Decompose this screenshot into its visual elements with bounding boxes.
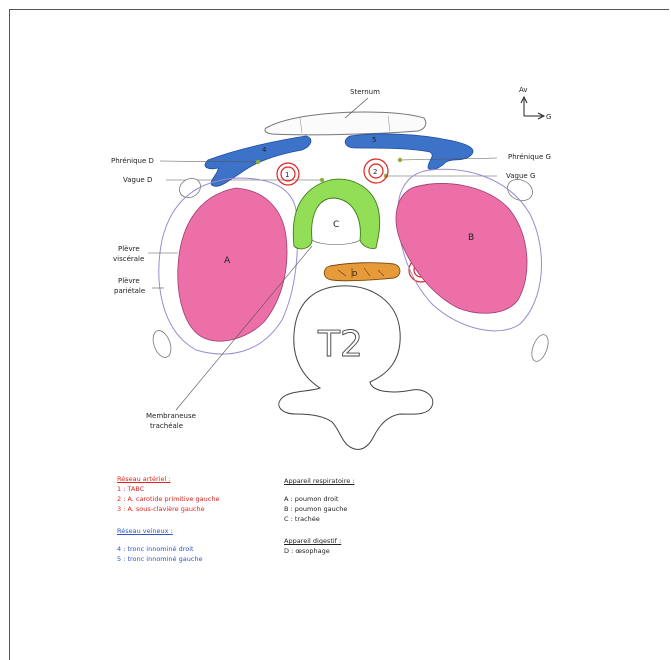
legend-arterial-item: 1 : TABC [117, 484, 219, 494]
vein-4-number: 4 [262, 146, 267, 154]
artery-2-number: 2 [373, 168, 377, 176]
legend-digestive-item: D : œsophage [284, 546, 355, 556]
legend-venous-item: 5 : tronc innominé gauche [117, 554, 219, 564]
phrenique-d-label: Phrénique D [111, 157, 154, 165]
esophagus-letter: D [352, 270, 357, 278]
membraneuse-label-line1: Membraneuse [146, 412, 196, 420]
lung-left-letter: B [468, 233, 474, 243]
esophagus [324, 263, 400, 281]
lung-right-letter: A [224, 256, 231, 266]
orientation-av-label: Av [519, 86, 528, 94]
membraneuse-label-line2: trachéale [150, 422, 183, 430]
legend-arterial-item: 3 : A. sous-clavière gauche [117, 504, 219, 514]
legend-arterial-item: 2 : A. carotide primitive gauche [117, 494, 219, 504]
orientation-g-label: G [546, 113, 551, 121]
plevre-parietale-label-line2: pariétale [114, 287, 145, 295]
phrenique-g-label: Phrénique G [508, 153, 551, 161]
legend-right-column: Appareil respiratoire : A : poumon droit… [284, 476, 355, 556]
sternum-label: Sternum [350, 88, 380, 96]
legend-respiratory-item: C : trachée [284, 514, 355, 524]
legend-venous-title: Réseau veineux : [117, 526, 219, 536]
lung-left [396, 183, 527, 313]
lung-right [178, 188, 287, 341]
legend-digestive-title: Appareil digestif : [284, 536, 355, 546]
vague-d-label: Vague D [123, 176, 152, 184]
legend-arterial-title: Réseau artériel : [117, 474, 219, 484]
legend-respiratory-title: Appareil respiratoire : [284, 476, 355, 486]
vertebra-t2 [279, 286, 433, 450]
vein-5 [345, 134, 473, 170]
legend-respiratory-item: A : poumon droit [284, 494, 355, 504]
legend-left-column: Réseau artériel : 1 : TABC 2 : A. caroti… [117, 474, 219, 564]
orientation-indicator [521, 97, 544, 119]
trachea [293, 179, 379, 249]
plevre-viscerale-label-line2: viscérale [113, 255, 144, 263]
vague-g-label: Vague G [506, 172, 535, 180]
plevre-parietale-label-line1: Plèvre [118, 277, 140, 285]
vertebra-label: T2 [317, 324, 363, 365]
trachea-letter: C [333, 220, 339, 230]
legend-respiratory-item: B : poumon gauche [284, 504, 355, 514]
legend-venous-item: 4 : tronc innominé droit [117, 544, 219, 554]
plevre-viscerale-label-line1: Plèvre [118, 245, 140, 253]
sternum [265, 98, 426, 135]
vein-5-number: 5 [372, 136, 376, 144]
artery-1-number: 1 [285, 171, 289, 179]
